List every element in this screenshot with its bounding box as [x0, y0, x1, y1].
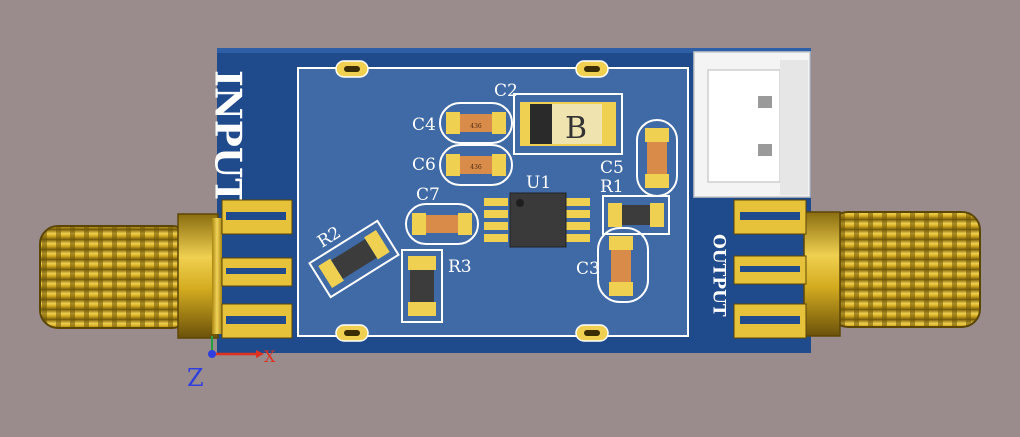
- mounting-slots: [335, 60, 609, 342]
- capacitor-c5: [636, 119, 678, 197]
- resistor-r3: [401, 249, 443, 323]
- power-connector: [693, 51, 811, 198]
- label-c5: C5: [600, 158, 624, 178]
- capacitor-c6: 436: [439, 144, 513, 186]
- capacitor-c7: [405, 203, 479, 245]
- designators: C2 C4 C6 C5 R1 U1 C7 R2 R3 C3: [314, 81, 624, 279]
- svg-text:436: 436: [470, 164, 482, 171]
- axis-z-label: Z: [187, 364, 204, 392]
- capacitor-c3: [597, 227, 649, 303]
- capacitor-c4: 436: [439, 102, 513, 144]
- sma-connector-output: [733, 199, 981, 339]
- axis-indicator: Z X: [187, 336, 276, 392]
- diode-mark-label: B: [565, 111, 587, 146]
- capacitor-c2: B: [513, 93, 623, 155]
- label-c2: C2: [494, 81, 518, 101]
- label-r1: R1: [600, 177, 624, 197]
- sma-connector-input: [39, 199, 293, 339]
- resistor-r2: [308, 219, 400, 299]
- input-label: INPUT: [207, 70, 249, 205]
- label-c3: C3: [576, 259, 600, 279]
- ic-u1: [484, 192, 590, 248]
- label-c6: C6: [412, 155, 436, 175]
- output-label: OUTPUT: [709, 234, 729, 317]
- label-r3: R3: [448, 257, 472, 277]
- resistor-r1: [602, 195, 670, 235]
- label-c4: C4: [412, 115, 436, 135]
- label-c7: C7: [416, 185, 440, 205]
- label-u1: U1: [526, 173, 551, 193]
- svg-text:436: 436: [470, 123, 482, 130]
- axis-x-label: X: [264, 347, 276, 366]
